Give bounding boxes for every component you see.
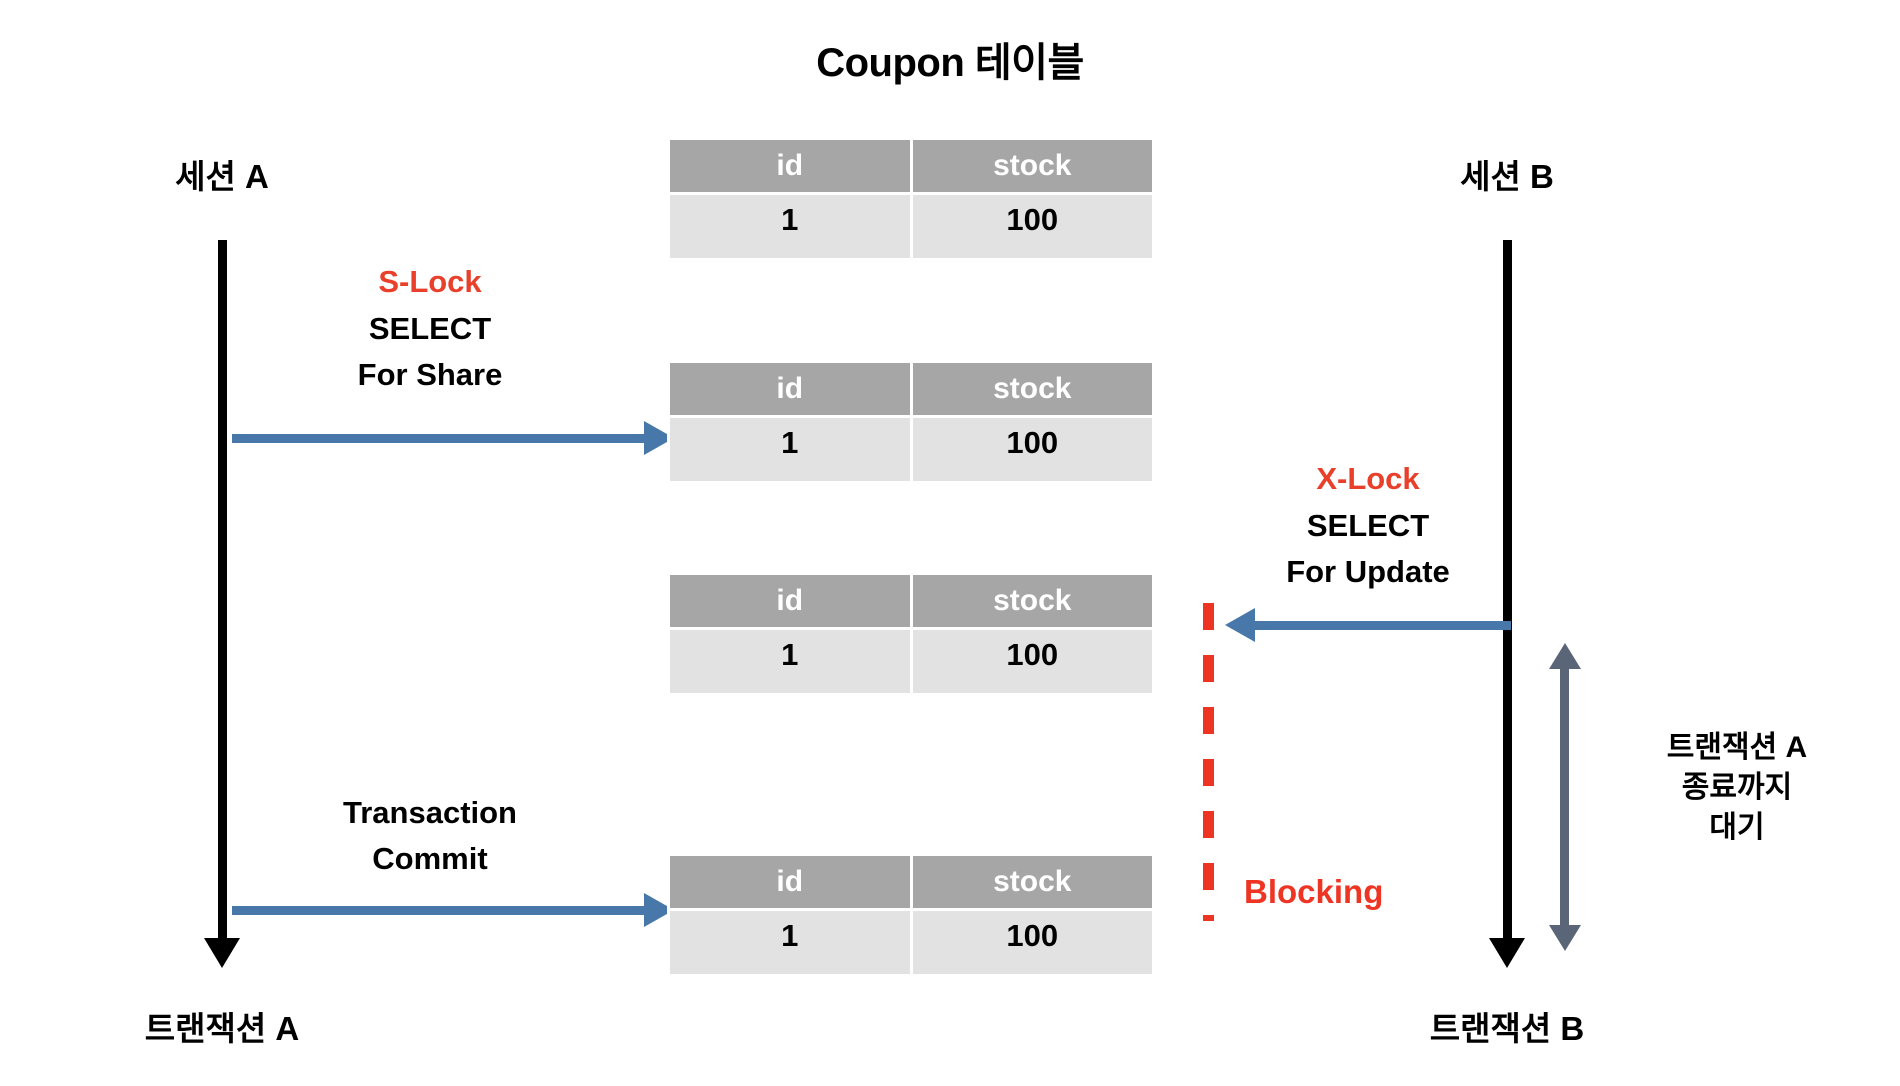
s-lock-label: S-Lock [378, 264, 482, 299]
session-a-step-1-annotation: S-Lock SELECT For Share [290, 258, 570, 398]
table-header-row: id stock [667, 137, 1155, 195]
cell-id: 1 [667, 908, 913, 977]
wait-line-2: 종료까지 [1681, 771, 1793, 804]
cell-stock: 100 [909, 627, 1155, 696]
session-b-step-1-statement-line2: For Update [1286, 554, 1450, 589]
table-row: 1 100 [667, 908, 1155, 977]
x-lock-label: X-Lock [1316, 461, 1420, 496]
column-header-id: id [667, 360, 913, 418]
table-row: 1 100 [667, 192, 1155, 261]
session-b-step-1-arrow-head [1225, 608, 1255, 642]
table-header-row: id stock [667, 853, 1155, 911]
session-b-lifeline [1503, 240, 1512, 940]
session-b-step-1-statement-line1: SELECT [1306, 508, 1430, 543]
blocking-label: Blocking [1244, 873, 1384, 910]
cell-stock: 100 [909, 415, 1155, 484]
session-a-step-1-statement-line2: For Share [357, 357, 503, 392]
blocking-barrier [1203, 603, 1214, 921]
diagram-title: Coupon 테이블 [816, 41, 1084, 85]
session-a-step-2-arrow-shaft [232, 906, 644, 915]
session-a-lifeline [218, 240, 227, 940]
cell-id: 1 [667, 627, 913, 696]
session-a-step-2-statement-line1: Transaction [343, 795, 517, 830]
column-header-stock: stock [909, 853, 1155, 911]
session-b-step-1-arrow-shaft [1255, 621, 1511, 630]
session-a-header-label: 세션 A [175, 158, 269, 195]
table-header-row: id stock [667, 360, 1155, 418]
wait-arrow-shaft [1560, 665, 1569, 927]
cell-id: 1 [667, 192, 913, 261]
wait-arrow-head-down [1549, 925, 1581, 951]
wait-arrow-head-up [1549, 643, 1581, 669]
column-header-stock: stock [909, 137, 1155, 195]
column-header-stock: stock [909, 360, 1155, 418]
cell-stock: 100 [909, 908, 1155, 977]
cell-stock: 100 [909, 192, 1155, 261]
session-a-lifeline-arrowhead [204, 938, 240, 968]
coupon-table-2: id stock 1 100 [667, 360, 1155, 484]
coupon-table-1: id stock 1 100 [667, 137, 1155, 261]
column-header-id: id [667, 137, 913, 195]
wait-annotation: 트랜잭션 A 종료까지 대기 [1612, 728, 1862, 848]
coupon-table-4: id stock 1 100 [667, 853, 1155, 977]
session-b-lifeline-arrowhead [1489, 938, 1525, 968]
transaction-b-footer-label: 트랜잭션 B [1429, 1010, 1585, 1047]
column-header-id: id [667, 853, 913, 911]
transaction-a-footer-label: 트랜잭션 A [144, 1010, 300, 1047]
session-a-step-2-statement-line2: Commit [372, 841, 488, 876]
table-header-row: id stock [667, 572, 1155, 630]
session-b-step-1-annotation: X-Lock SELECT For Update [1233, 455, 1503, 595]
table-row: 1 100 [667, 627, 1155, 696]
wait-line-3: 대기 [1709, 811, 1765, 844]
column-header-stock: stock [909, 572, 1155, 630]
coupon-table-3: id stock 1 100 [667, 572, 1155, 696]
wait-line-1: 트랜잭션 A [1666, 731, 1808, 764]
column-header-id: id [667, 572, 913, 630]
session-a-step-1-arrow-shaft [232, 434, 644, 443]
table-row: 1 100 [667, 415, 1155, 484]
session-a-step-2-annotation: Transaction Commit [290, 790, 570, 882]
session-b-header-label: 세션 B [1460, 158, 1554, 195]
cell-id: 1 [667, 415, 913, 484]
session-a-step-1-statement-line1: SELECT [368, 311, 492, 346]
